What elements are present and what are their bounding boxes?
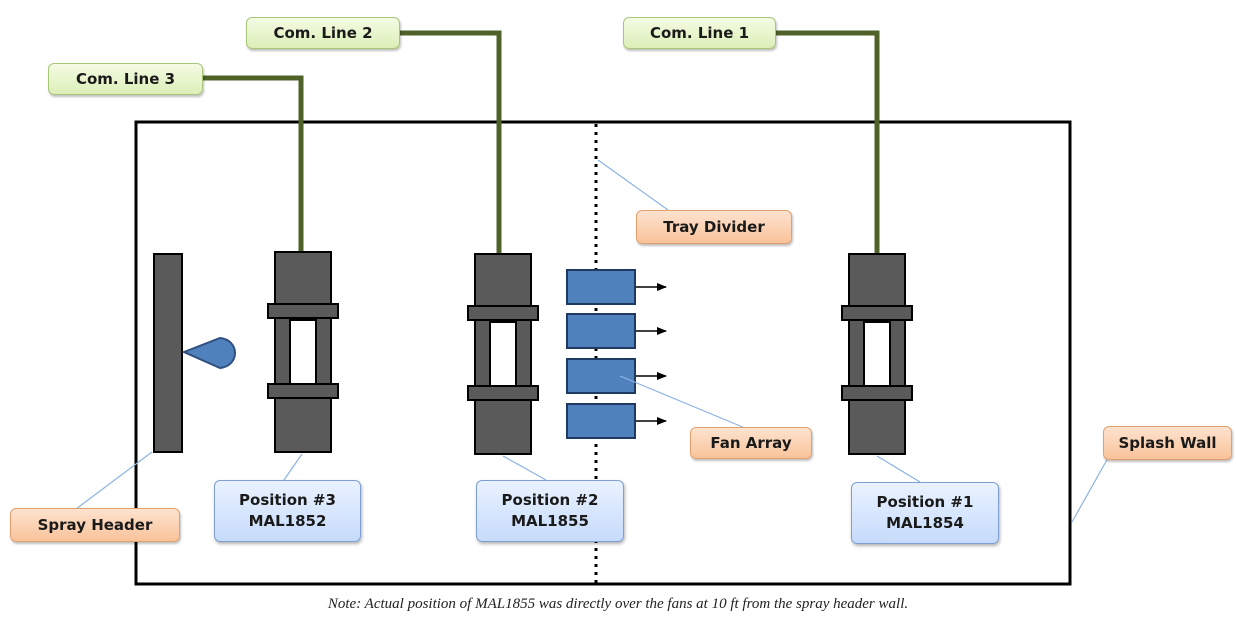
instrument-position-3 [267, 251, 339, 453]
spray-header-leader [71, 451, 153, 513]
fan-array [566, 269, 667, 439]
leader-lines [71, 159, 1109, 523]
spray-nozzle-icon [181, 336, 236, 370]
position-2-id: MAL1855 [511, 512, 589, 530]
splash-wall-leader [1071, 457, 1109, 523]
fan-1 [566, 269, 636, 305]
position-2-leader [502, 455, 547, 481]
position-1-title: Position #1 [876, 493, 974, 511]
comm-line-2-label: Com. Line 2 [246, 17, 400, 49]
fan-array-leader [619, 375, 746, 429]
position-1-id: MAL1854 [886, 514, 964, 532]
comm-line-1-cable [774, 30, 880, 254]
position-2-label: Position #2 MAL1855 [476, 480, 624, 542]
instrument-position-1 [841, 253, 913, 455]
tray-divider-label: Tray Divider [636, 210, 792, 244]
footnote: Note: Actual position of MAL1855 was dir… [327, 596, 909, 612]
position-2-title: Position #2 [501, 491, 599, 509]
position-1-leader [876, 455, 921, 483]
spray-header-bar [153, 253, 183, 453]
position-3-label: Position #3 MAL1852 [214, 480, 361, 542]
comm-line-1-label: Com. Line 1 [623, 17, 776, 49]
position-3-id: MAL1852 [248, 512, 327, 530]
comm-line-2-cable [398, 30, 502, 254]
tray-divider-leader [597, 159, 669, 211]
fan-3 [566, 358, 636, 394]
fan-2 [566, 313, 636, 349]
splash-wall-label: Splash Wall [1103, 426, 1232, 460]
instrument-position-2 [467, 253, 539, 455]
position-3-leader [283, 453, 303, 481]
fan-4 [566, 403, 636, 439]
position-1-label: Position #1 MAL1854 [851, 482, 999, 544]
splash-wall-enclosure [134, 120, 1072, 586]
fan-array-label: Fan Array [690, 427, 812, 459]
comm-line-3-cable [202, 75, 304, 252]
comm-line-3-label: Com. Line 3 [48, 63, 203, 95]
spray-header-label: Spray Header [10, 508, 180, 542]
position-3-title: Position #3 [239, 491, 336, 509]
